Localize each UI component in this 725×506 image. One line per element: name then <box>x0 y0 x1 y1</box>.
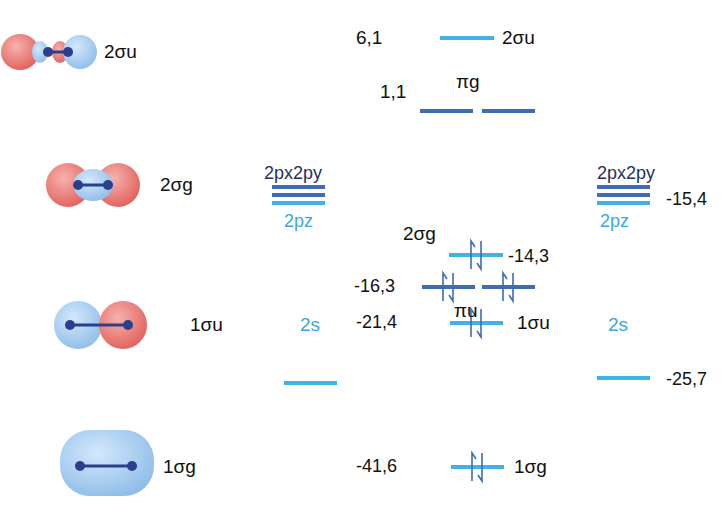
orbital-1sg <box>60 430 154 496</box>
energy-value: -41,6 <box>356 457 397 477</box>
orbital-1su <box>54 301 147 349</box>
electron-arrow <box>443 273 447 301</box>
electron-arrow <box>478 453 482 481</box>
electron-arrows <box>443 241 513 481</box>
energy-value: -25,7 <box>666 370 707 390</box>
ao-label: 2px2py <box>264 164 322 184</box>
energy-value: 1,1 <box>380 82 406 103</box>
orbital-name: 1σu <box>517 313 550 334</box>
energy-value: -15,4 <box>666 190 707 210</box>
orbital-name: 1σg <box>514 457 547 478</box>
electron-arrow <box>509 273 513 301</box>
energy-value: -21,4 <box>356 313 397 333</box>
electron-arrow <box>503 273 507 301</box>
orbital-name: 2σg <box>160 175 193 196</box>
ao-label: 2pz <box>600 212 629 232</box>
orbital-2su <box>1 34 97 70</box>
orbital-name: 2σg <box>403 224 436 245</box>
ao-label: 2s <box>300 315 320 336</box>
orbital-name: 1σu <box>190 315 223 336</box>
energy-levels <box>272 38 650 467</box>
electron-arrow <box>449 273 453 301</box>
orbital-name: 2σu <box>104 42 137 63</box>
energy-value: -14,3 <box>508 247 549 267</box>
orbital-name: πg <box>456 72 480 93</box>
energy-value: 6,1 <box>356 28 382 49</box>
electron-arrow <box>472 453 476 481</box>
electron-arrow <box>471 241 475 269</box>
ao-label: 2s <box>608 315 628 336</box>
orbital-2sg <box>46 163 140 207</box>
orbital-name: 1σg <box>163 457 196 478</box>
orbital-name: πu <box>454 301 478 322</box>
energy-value: -16,3 <box>354 277 395 297</box>
ao-label: 2px2py <box>597 164 655 184</box>
electron-arrow <box>477 241 481 269</box>
orbital-name: 2σu <box>502 28 535 49</box>
ao-label: 2pz <box>284 212 313 232</box>
